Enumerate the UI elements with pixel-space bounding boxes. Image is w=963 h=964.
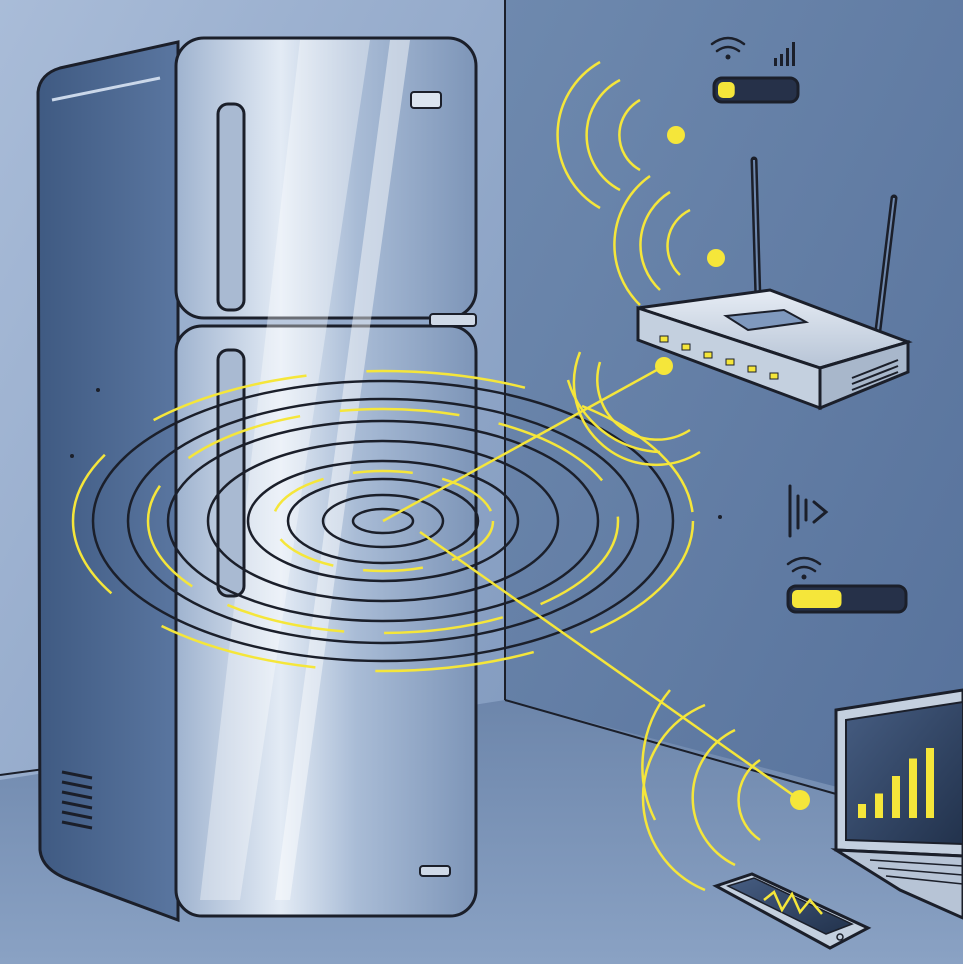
router-leds — [659, 335, 779, 380]
laptop-signal-chart — [858, 748, 934, 818]
interference-rings-icon — [71, 369, 695, 673]
wifi-waves-router-front — [566, 351, 701, 467]
fridge-glare — [200, 40, 370, 900]
laptop-signal-bar — [858, 804, 866, 818]
wifi-waves-top — [556, 60, 685, 210]
top-signal-meter — [712, 76, 800, 104]
phone-home-button — [836, 933, 844, 941]
fridge-foot — [419, 865, 451, 877]
fridge-vent-icon — [61, 770, 93, 830]
fridge-top-door — [174, 36, 478, 320]
mid-signal-meter-fill — [792, 590, 842, 608]
dust-mark — [718, 515, 722, 519]
laptop-signal-bar — [926, 748, 934, 818]
wifi-waves-router-left — [613, 174, 725, 306]
laptop-signal-bar — [875, 793, 883, 818]
fridge-display-badge — [410, 91, 442, 109]
phone-signal-wave-icon — [763, 890, 823, 915]
wifi-router — [636, 156, 913, 411]
signal-bars-icon — [774, 42, 795, 66]
sound-wave-icon — [788, 484, 829, 538]
fridge-side-highlight — [51, 76, 161, 102]
laptop-keyboard — [869, 859, 963, 885]
router-side — [818, 339, 910, 411]
fridge-bottom-door — [174, 324, 478, 918]
fridge-side-panel — [36, 40, 180, 923]
fridge-hinge — [429, 313, 477, 327]
dust-mark — [70, 454, 74, 458]
laptop-signal-bar — [892, 776, 900, 818]
signal-line-router — [382, 364, 665, 523]
top-signal-meter-fill — [718, 82, 735, 98]
wifi-icon — [710, 36, 746, 60]
smartphone — [712, 872, 872, 950]
signal-paths — [382, 364, 801, 802]
wifi-waves-laptop — [641, 689, 810, 892]
fridge-glare-2 — [275, 40, 410, 900]
laptop-base — [830, 848, 963, 920]
wifi-icon-mid — [786, 556, 822, 580]
laptop-signal-bar — [909, 758, 917, 818]
mid-signal-meter — [786, 584, 908, 614]
router-display — [723, 308, 810, 332]
signal-line-laptop — [419, 530, 801, 802]
router-vent-icon — [851, 359, 899, 391]
refrigerator — [36, 36, 478, 923]
dust-mark — [96, 388, 100, 392]
fridge-top-handle — [216, 102, 246, 312]
phone-screen — [725, 877, 854, 935]
laptop-screen — [845, 700, 963, 846]
laptop — [830, 688, 963, 920]
